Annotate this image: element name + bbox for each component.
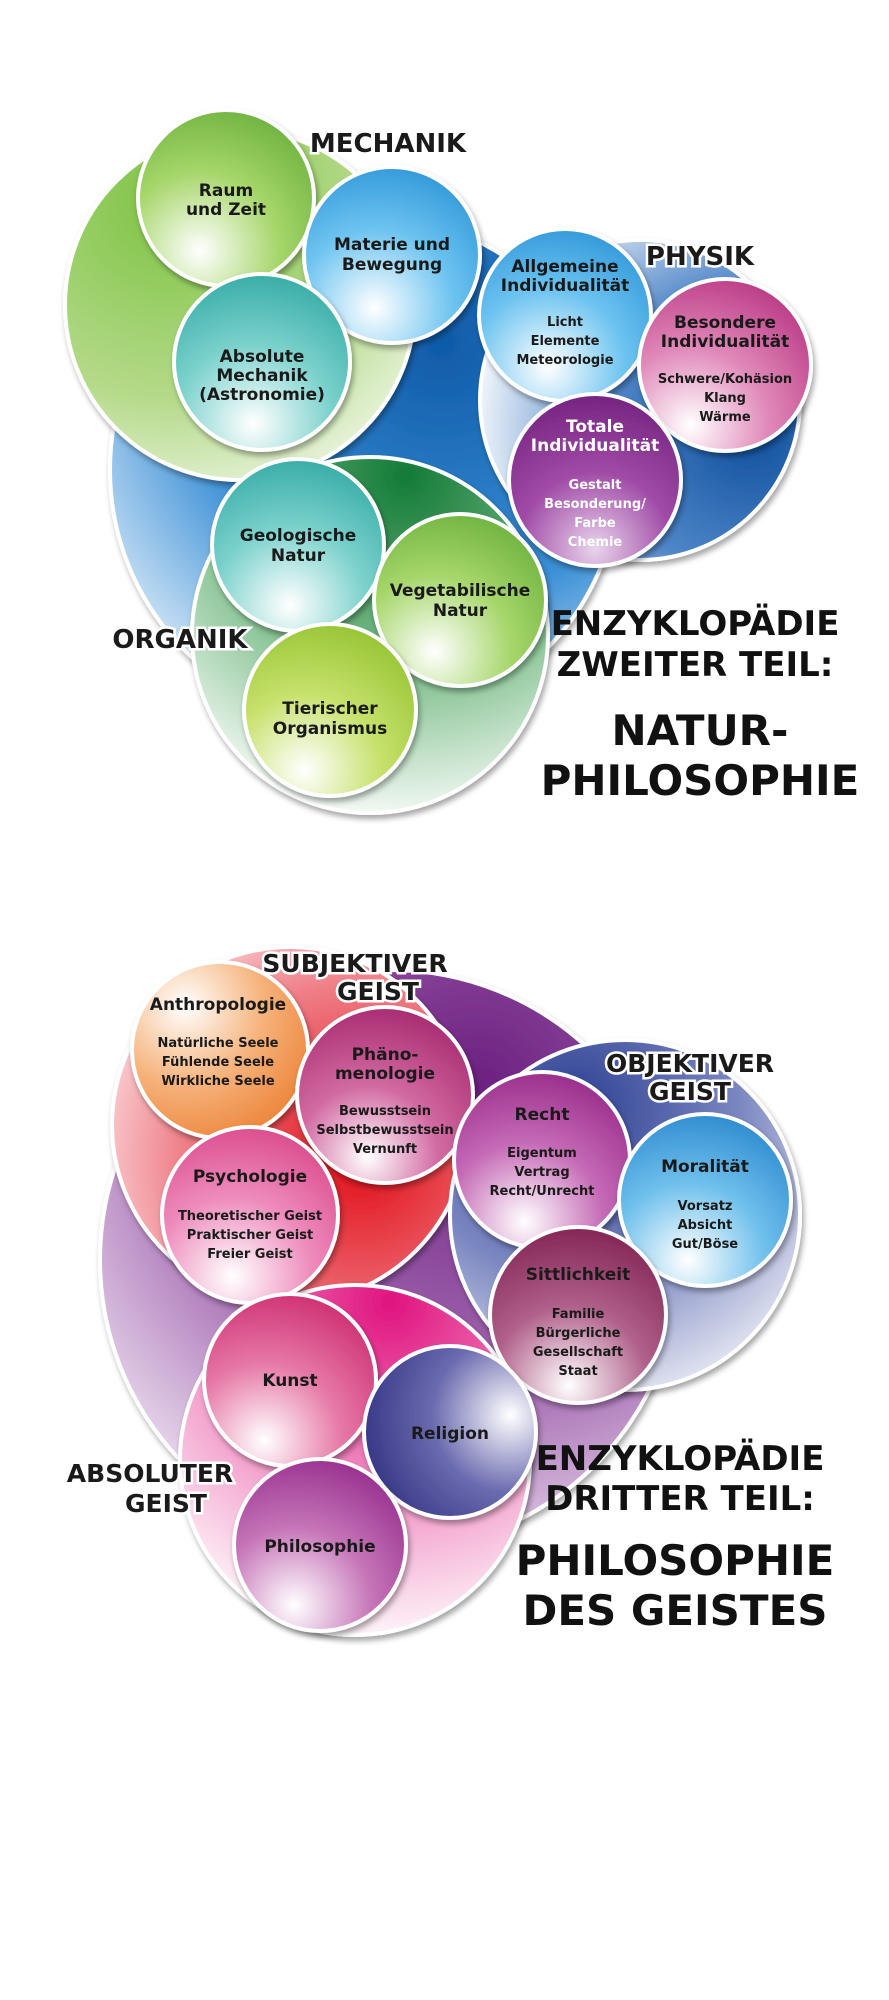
- moralitaet-item-1: Vorsatz: [678, 1199, 733, 1214]
- vegetabilische-label-2: Natur: [433, 601, 488, 621]
- materie-label-1: Materie und: [334, 235, 450, 255]
- anthropologie-item-2: Fühlende Seele: [162, 1055, 274, 1070]
- totale-item-2: Besonderung/: [544, 497, 646, 512]
- circle-religion: Religion: [362, 1344, 538, 1520]
- group-label-mechanik: MECHANIK: [310, 129, 467, 159]
- anthropologie-item-3: Wirkliche Seele: [161, 1074, 275, 1089]
- materie-label-2: Bewegung: [342, 255, 442, 275]
- circle-recht: Recht Eigentum Vertrag Recht/Unrecht: [452, 1070, 632, 1250]
- besondere-head-2: Individualität: [661, 332, 789, 352]
- circle-psychologie: Psychologie Theoretischer Geist Praktisc…: [160, 1125, 340, 1305]
- philosophie-label: Philosophie: [264, 1537, 375, 1557]
- besondere-item-3: Wärme: [699, 410, 751, 425]
- nature-subtitle-line2: PHILOSOPHIE: [541, 756, 860, 805]
- besondere-head-1: Besondere: [674, 313, 776, 333]
- psychologie-item-2: Praktischer Geist: [187, 1228, 313, 1243]
- circle-philosophie: Philosophie: [232, 1457, 408, 1633]
- absolute-label-2: Mechanik: [216, 366, 308, 386]
- moralitaet-item-3: Gut/Böse: [672, 1237, 738, 1252]
- raum-label-2: und Zeit: [186, 200, 266, 220]
- spirit-subtitle-line2: DES GEISTES: [522, 1586, 827, 1635]
- sittlichkeit-item-2: Bürgerliche: [536, 1326, 621, 1341]
- psychologie-item-1: Theoretischer Geist: [178, 1209, 322, 1224]
- phaenomenologie-head-2: menologie: [335, 1064, 435, 1084]
- besondere-item-1: Schwere/Kohäsion: [658, 372, 792, 387]
- circle-tierischer-organismus: Tierischer Organismus: [242, 622, 418, 798]
- tierischer-label-1: Tierischer: [282, 699, 378, 719]
- geologische-label-1: Geologische: [240, 526, 357, 546]
- psychologie-head: Psychologie: [193, 1167, 307, 1187]
- spirit-subtitle-line1: PHILOSOPHIE: [516, 1536, 835, 1585]
- tierischer-label-2: Organismus: [273, 719, 387, 739]
- allgemeine-item-2: Elemente: [531, 334, 600, 349]
- nature-title-line2: ZWEITER TEIL:: [557, 645, 834, 685]
- anthropologie-head: Anthropologie: [150, 995, 286, 1015]
- kunst-label: Kunst: [262, 1371, 317, 1391]
- phaenomenologie-head-1: Phäno-: [352, 1045, 419, 1065]
- sittlichkeit-head: Sittlichkeit: [526, 1265, 631, 1285]
- anthropologie-item-1: Natürliche Seele: [157, 1036, 278, 1051]
- circle-totale-individualitaet: Totale Individualität Gestalt Besonderun…: [507, 392, 683, 568]
- moralitaet-item-2: Absicht: [678, 1218, 733, 1233]
- circle-sittlichkeit: Sittlichkeit Familie Bürgerliche Gesells…: [488, 1225, 668, 1405]
- totale-head-1: Totale: [566, 417, 624, 437]
- absolute-label-1: Absolute: [220, 347, 305, 367]
- circle-materie-und-bewegung: Materie und Bewegung: [302, 165, 482, 345]
- allgemeine-item-3: Meteorologie: [516, 353, 613, 368]
- circle-kunst: Kunst: [202, 1292, 378, 1468]
- totale-item-4: Chemie: [568, 535, 623, 550]
- nature-diagram-svg: Raum und Zeit Materie und Bewegung Absol…: [63, 108, 860, 815]
- group-label-objektiv-2: GEIST: [649, 1077, 731, 1106]
- sittlichkeit-item-1: Familie: [552, 1307, 605, 1322]
- vegetabilische-label-1: Vegetabilische: [390, 581, 531, 601]
- totale-head-2: Individualität: [531, 436, 659, 456]
- recht-item-1: Eigentum: [507, 1146, 577, 1161]
- group-label-subjektiv-2: GEIST: [337, 977, 419, 1006]
- group-label-physik: PHYSIK: [646, 242, 755, 272]
- recht-head: Recht: [515, 1105, 570, 1125]
- circle-moralitaet: Moralität Vorsatz Absicht Gut/Böse: [617, 1112, 793, 1288]
- group-label-objektiv-1: OBJEKTIVER: [606, 1049, 774, 1078]
- geologische-label-2: Natur: [271, 546, 326, 566]
- circle-raum-und-zeit: Raum und Zeit: [136, 108, 316, 288]
- allgemeine-head-1: Allgemeine: [511, 257, 618, 277]
- absolute-label-3: (Astronomie): [199, 385, 325, 405]
- phaenomenologie-item-3: Vernunft: [353, 1142, 417, 1157]
- spirit-title-line1: ENZYKLOPÄDIE: [536, 1438, 825, 1479]
- allgemeine-item-1: Licht: [547, 315, 583, 330]
- sittlichkeit-item-4: Staat: [558, 1364, 597, 1379]
- totale-item-1: Gestalt: [569, 478, 622, 493]
- recht-item-3: Recht/Unrecht: [490, 1184, 595, 1199]
- recht-item-2: Vertrag: [514, 1165, 569, 1180]
- group-label-organik: ORGANIK: [112, 625, 248, 655]
- nature-subtitle-line1: NATUR-: [612, 706, 789, 755]
- spirit-diagram-svg: Anthropologie Natürliche Seele Fühlende …: [64, 945, 835, 1637]
- sittlichkeit-item-3: Gesellschaft: [533, 1345, 623, 1360]
- phaenomenologie-item-1: Bewusstsein: [339, 1104, 431, 1119]
- circle-besondere-individualitaet: Besondere Individualität Schwere/Kohäsio…: [637, 277, 813, 453]
- spirit-diagram: Anthropologie Natürliche Seele Fühlende …: [0, 900, 889, 1680]
- circle-geologische-natur: Geologische Natur: [210, 457, 386, 633]
- group-label-subjektiv-1: SUBJEKTIVER: [262, 949, 447, 978]
- besondere-item-2: Klang: [704, 391, 746, 406]
- religion-label: Religion: [411, 1424, 489, 1444]
- psychologie-item-3: Freier Geist: [207, 1247, 292, 1262]
- raum-label-1: Raum: [199, 181, 253, 201]
- moralitaet-head: Moralität: [661, 1157, 749, 1177]
- phaenomenologie-item-2: Selbstbewusstsein: [316, 1123, 453, 1138]
- circle-phaenomenologie: Phäno- menologie Bewusstsein Selbstbewus…: [295, 1005, 475, 1185]
- circle-vegetabilische-natur: Vegetabilische Natur: [372, 512, 548, 688]
- nature-diagram: Raum und Zeit Materie und Bewegung Absol…: [0, 0, 889, 860]
- totale-item-3: Farbe: [574, 516, 616, 531]
- group-label-absolut-1: ABSOLUTER: [67, 1459, 233, 1488]
- circle-allgemeine-individualitaet: Allgemeine Individualität Licht Elemente…: [477, 227, 653, 403]
- group-label-absolut-2: GEIST: [125, 1489, 207, 1518]
- nature-title-line1: ENZYKLOPÄDIE: [551, 603, 840, 644]
- circle-anthropologie: Anthropologie Natürliche Seele Fühlende …: [130, 960, 310, 1140]
- spirit-title-line2: DRITTER TEIL:: [545, 1479, 815, 1519]
- allgemeine-head-2: Individualität: [501, 276, 629, 296]
- circle-absolute-mechanik: Absolute Mechanik (Astronomie): [172, 272, 352, 452]
